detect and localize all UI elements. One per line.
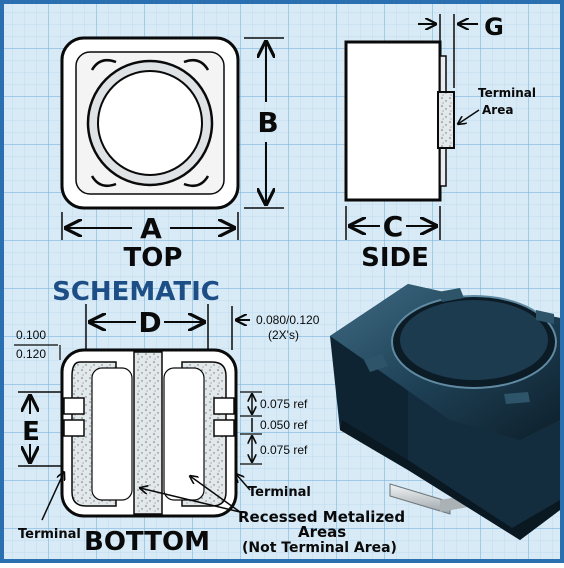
side-view-terminal — [437, 91, 455, 149]
dim-d-label: D — [138, 306, 161, 339]
pitch-label: 0.080/0.120 — [256, 313, 320, 327]
dim-b-label: B — [257, 106, 278, 139]
side-view: G Terminal Area C SIDE — [344, 13, 536, 273]
dim-c-label: C — [383, 210, 404, 243]
top-view: A TOP B — [60, 36, 284, 273]
dim-g-label: G — [484, 13, 504, 41]
recessed-leader-left — [140, 488, 241, 513]
component-tab-2 — [364, 354, 388, 372]
side-terminal-leader — [458, 109, 480, 124]
dim-a-label: A — [140, 212, 162, 245]
bottom-left-recess — [91, 367, 133, 501]
terminal-right-label: Terminal — [248, 485, 311, 500]
edge-top-label: 0.100 — [16, 328, 46, 342]
component-tab-4 — [536, 310, 554, 324]
bottom-right-terminal-a — [213, 397, 235, 415]
recessed-label-3: (Not Terminal Area) — [242, 540, 397, 556]
terminal-left-label: Terminal — [18, 527, 81, 542]
bottom-left-terminal-b — [63, 419, 85, 437]
terminal-right-leader — [236, 474, 251, 491]
dim-e-label: E — [22, 417, 40, 447]
top-view-tabs — [90, 59, 210, 187]
recessed-label-2: Areas — [298, 523, 346, 541]
top-view-caption: TOP — [124, 243, 183, 273]
ref-label-3: 0.075 ref — [260, 443, 308, 457]
recessed-label-1: Recessed Metalized — [238, 508, 405, 526]
terminal-left-leader — [41, 472, 64, 521]
pitch-sub-label: (2X's) — [268, 328, 299, 342]
side-view-caption: SIDE — [361, 243, 429, 273]
bottom-right-recess — [163, 367, 205, 501]
schematic-title: SCHEMATIC — [52, 277, 220, 307]
ref-label-2: 0.050 ref — [260, 418, 308, 432]
bottom-left-terminal-a — [63, 397, 85, 415]
component-drum-core — [400, 300, 548, 380]
component-terminal-front — [389, 483, 451, 515]
ref-label-1: 0.075 ref — [260, 397, 308, 411]
bottom-view: SCHEMATIC D 0.080/0.120 (2X's) 0.100 0.1… — [14, 277, 405, 557]
component-tab-3 — [504, 392, 530, 404]
shielded-smd-inductor-icon — [330, 284, 560, 540]
edge-bottom-label: 0.120 — [16, 347, 46, 361]
bottom-view-caption: BOTTOM — [84, 527, 210, 557]
recessed-leader-right — [190, 476, 241, 513]
bottom-right-terminal-b — [213, 419, 235, 437]
side-terminal-label-2: Area — [482, 103, 513, 117]
side-terminal-label-1: Terminal — [478, 86, 536, 100]
component-tab-1 — [438, 288, 464, 302]
top-view-core — [97, 70, 203, 176]
side-view-body — [344, 40, 442, 202]
